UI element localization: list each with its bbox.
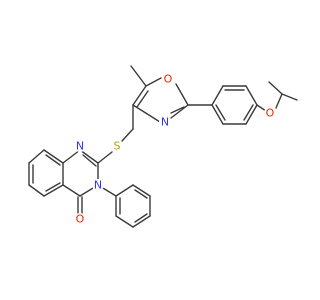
bond: [136, 90, 149, 108]
atom-o-ether: O: [264, 107, 276, 120]
bond: [268, 81, 283, 95]
bond: [115, 215, 134, 228]
bond: [211, 85, 224, 106]
bond: [62, 184, 81, 197]
atom-n-quinazoline-top: N: [74, 140, 86, 153]
bond: [243, 104, 254, 121]
atom-label-n: N: [76, 140, 84, 153]
atom-n-oxazole: N: [159, 116, 171, 129]
bond: [275, 93, 283, 109]
bond: [245, 85, 258, 106]
bond: [132, 85, 147, 106]
bond: [45, 182, 61, 192]
bond: [215, 104, 226, 121]
bond: [256, 104, 267, 112]
bond: [82, 154, 97, 167]
atom-label-n: N: [161, 116, 169, 129]
bond: [121, 128, 134, 142]
bond: [132, 104, 161, 123]
bond: [134, 189, 148, 199]
bond: [28, 184, 45, 197]
atom-label-s: S: [114, 140, 121, 153]
atom-o-carbonyl: O: [74, 213, 86, 226]
atom-label-n: N: [94, 179, 102, 192]
bond: [43, 184, 64, 197]
atom-s-thioether: S: [111, 140, 123, 153]
bond: [170, 106, 185, 114]
bond: [97, 151, 113, 164]
bond: [132, 184, 151, 197]
bond: [134, 213, 148, 223]
atom-o-oxazole: O: [162, 73, 174, 86]
atom-label-o: O: [76, 213, 85, 226]
bond: [211, 104, 224, 125]
atom-n-quinazoline-3: N: [92, 179, 104, 192]
chemical-structure-diagram: N N O S N O O: [28, 65, 298, 228]
bond: [145, 77, 162, 87]
bonds: [28, 65, 298, 228]
bond: [175, 83, 189, 106]
bond: [28, 149, 45, 164]
bond: [45, 154, 61, 166]
atom-label-o: O: [164, 73, 173, 86]
atom-labels: N N O S N O O: [74, 73, 276, 226]
atom-label-o: O: [266, 107, 275, 120]
bond: [79, 149, 99, 164]
bond: [62, 149, 81, 164]
bond: [43, 149, 64, 164]
bond: [130, 65, 147, 87]
bond: [115, 184, 134, 197]
bond: [281, 93, 298, 101]
bond: [132, 215, 151, 228]
bond: [170, 104, 189, 119]
bond: [245, 104, 258, 125]
